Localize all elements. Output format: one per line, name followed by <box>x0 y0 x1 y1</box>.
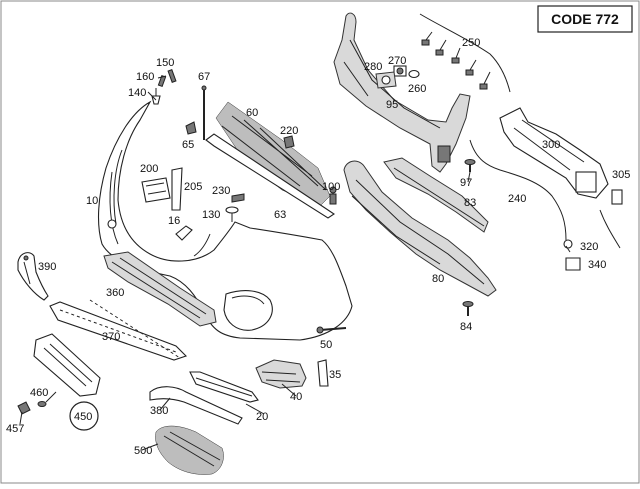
label-80: 80 <box>432 273 444 285</box>
part-240-harness[interactable] <box>469 139 621 249</box>
part-200-sensor-bracket[interactable] <box>141 177 171 203</box>
label-205: 205 <box>184 181 202 193</box>
label-100: 100 <box>322 181 340 193</box>
part-20-trim[interactable] <box>189 371 259 403</box>
label-35: 35 <box>329 369 341 381</box>
label-230: 230 <box>212 185 230 197</box>
label-65: 65 <box>182 139 194 151</box>
part-460-screw[interactable] <box>37 401 47 407</box>
label-240: 240 <box>508 193 526 205</box>
label-130: 130 <box>202 209 220 221</box>
part-65-clip[interactable] <box>185 121 197 135</box>
label-260: 260 <box>408 83 426 95</box>
label-280: 280 <box>364 61 382 73</box>
label-95: 95 <box>386 99 398 111</box>
part-63-grille-strip[interactable] <box>205 133 335 219</box>
part-450-callout-circle <box>69 401 99 431</box>
label-97: 97 <box>460 177 472 189</box>
part-80-carrier[interactable] <box>343 160 497 297</box>
code-box: CODE 772 <box>537 5 633 33</box>
label-300: 300 <box>542 139 560 151</box>
part-205-bracket[interactable] <box>171 167 183 211</box>
label-50: 50 <box>320 339 332 351</box>
part-390-bracket[interactable] <box>17 252 49 301</box>
label-270: 270 <box>388 55 406 67</box>
part-16-tow-cover[interactable] <box>175 225 193 241</box>
label-360: 360 <box>106 287 124 299</box>
part-95-carrier[interactable] <box>333 12 471 173</box>
part-10-bumper-cover[interactable] <box>98 100 353 341</box>
part-270-sensor[interactable] <box>393 65 407 77</box>
label-320: 320 <box>580 241 598 253</box>
part-450-plate-bracket[interactable] <box>33 333 101 397</box>
part-380-moulding[interactable] <box>149 386 243 425</box>
label-390: 390 <box>38 261 56 273</box>
part-280-sensor-holder[interactable] <box>375 71 397 89</box>
part-370-spoiler[interactable] <box>49 301 188 361</box>
part-230-clip[interactable] <box>231 193 245 203</box>
label-250: 250 <box>462 37 480 49</box>
code-box-border <box>537 5 633 33</box>
part-84-screw[interactable] <box>462 301 474 317</box>
label-63: 63 <box>274 209 286 221</box>
label-140: 140 <box>128 87 146 99</box>
label-200: 200 <box>140 163 158 175</box>
label-380: 380 <box>150 405 168 417</box>
label-450: 450 <box>74 411 92 423</box>
part-35-insert[interactable] <box>317 359 329 387</box>
part-500-fog-grille[interactable] <box>155 425 224 475</box>
part-100-screw[interactable] <box>329 186 337 205</box>
label-160: 160 <box>136 71 154 83</box>
label-35-text: 35 <box>329 369 341 381</box>
part-83-bracket[interactable] <box>383 157 489 233</box>
part-50-bolt[interactable] <box>316 326 347 334</box>
part-300-radar-bracket[interactable] <box>499 107 609 199</box>
part-457-nut[interactable] <box>17 401 31 415</box>
label-370: 370 <box>102 331 120 343</box>
label-220: 220 <box>280 125 298 137</box>
part-97-screw[interactable] <box>464 159 476 173</box>
part-67-rod[interactable] <box>201 85 207 140</box>
code-label: CODE 772 <box>551 11 619 27</box>
label-83: 83 <box>464 197 476 209</box>
label-305: 305 <box>612 169 630 181</box>
part-40-fog-bracket[interactable] <box>255 359 307 389</box>
part-150-clip[interactable] <box>167 69 177 83</box>
part-260-ring[interactable] <box>408 69 420 79</box>
label-67: 67 <box>198 71 210 83</box>
part-250-harness[interactable] <box>419 13 511 93</box>
part-320-screw[interactable] <box>563 239 573 249</box>
label-16: 16 <box>168 215 180 227</box>
label-340: 340 <box>588 259 606 271</box>
part-130-screw[interactable] <box>225 206 239 222</box>
label-457: 457 <box>6 423 24 435</box>
part-305-sensor[interactable] <box>611 189 623 205</box>
label-84: 84 <box>460 321 472 333</box>
label-60: 60 <box>246 107 258 119</box>
part-340-clip[interactable] <box>565 257 581 271</box>
part-140-clip[interactable] <box>151 88 161 105</box>
label-20: 20 <box>256 411 268 423</box>
label-150: 150 <box>156 57 174 69</box>
part-220-clip[interactable] <box>283 135 295 149</box>
label-460: 460 <box>30 387 48 399</box>
part-360-absorber[interactable] <box>103 251 217 327</box>
label-10: 10 <box>86 195 98 207</box>
leader-lines <box>19 75 571 451</box>
